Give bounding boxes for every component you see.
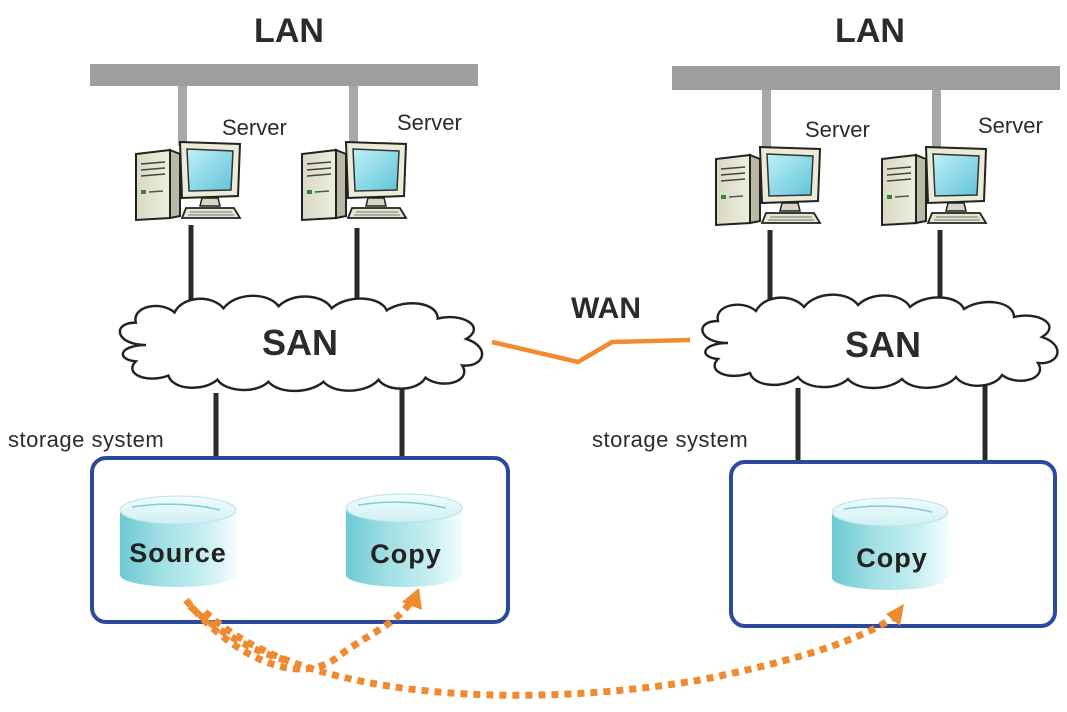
disk-cylinder-icon <box>345 493 463 587</box>
lan-drop-line <box>932 90 941 148</box>
server-label: Server <box>805 117 870 142</box>
lan-bar-left <box>90 64 478 86</box>
storage-label-right: storage system <box>592 427 748 452</box>
lan-drop-line <box>762 90 771 148</box>
server-label: Server <box>978 113 1043 138</box>
arrowhead-icon <box>402 588 422 610</box>
wan-link <box>491 337 691 365</box>
lan-bar-right <box>672 66 1060 90</box>
lan-drop-line <box>178 86 187 146</box>
server-label: Server <box>222 115 287 140</box>
storage-label-left: storage system <box>8 427 164 452</box>
lan-label-right: LAN <box>835 12 905 50</box>
server-computer-icon <box>881 146 987 226</box>
arrowhead-icon <box>886 604 904 626</box>
remote-replication-arrow <box>202 609 898 699</box>
server-computer-icon <box>301 141 407 221</box>
local-replication-arrow <box>183 597 415 673</box>
disk-cylinder-icon <box>119 495 237 587</box>
disk-label-copy-right: Copy <box>856 543 928 573</box>
lan-drop-line <box>349 86 358 146</box>
disk-cylinder-icon <box>831 497 949 590</box>
lan-label-left: LAN <box>254 12 324 50</box>
disk-label-copy-left: Copy <box>370 539 442 569</box>
server-computer-icon <box>715 146 821 226</box>
disk-label-source: Source <box>129 538 227 568</box>
wan-label: WAN <box>571 292 641 325</box>
san-label-left: SAN <box>262 322 338 363</box>
server-label: Server <box>397 110 462 135</box>
server-computer-icon <box>135 141 241 221</box>
san-label-right: SAN <box>845 324 921 365</box>
local-replication-arrow <box>187 603 286 664</box>
